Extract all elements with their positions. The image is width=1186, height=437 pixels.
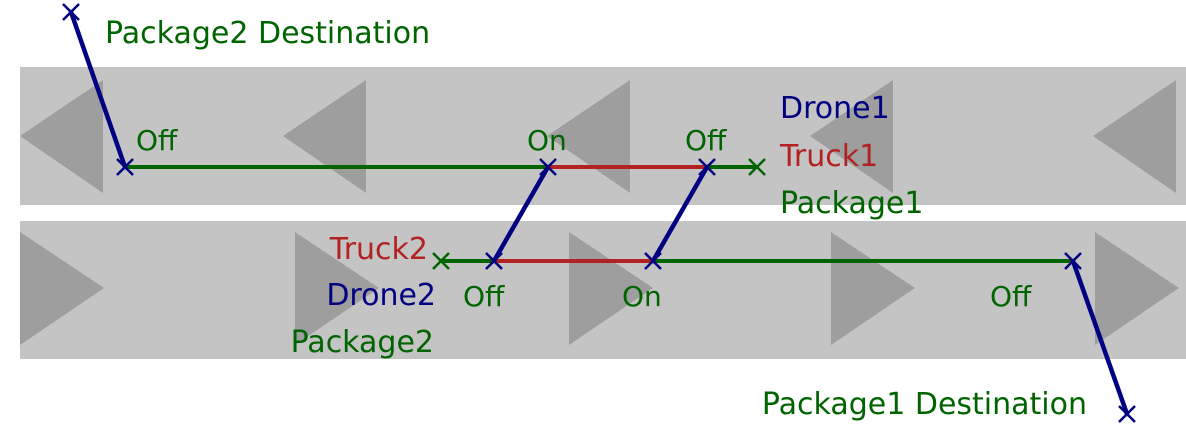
off-label: Off	[136, 124, 178, 157]
right-arrow-icon	[20, 232, 104, 345]
cross-marker	[485, 252, 503, 270]
off-label: Off	[990, 280, 1032, 313]
cross-marker	[1064, 252, 1082, 270]
cross-marker	[698, 158, 716, 176]
package1-destination-label: Package1 Destination	[762, 387, 1087, 422]
package2-label: Package2	[291, 325, 434, 360]
cross-marker	[116, 158, 134, 176]
drone-transfer-line	[491, 164, 551, 264]
off-label: Off	[463, 280, 505, 313]
package2-destination-marker	[62, 3, 80, 21]
package2-destination-line	[68, 9, 128, 170]
package1-destination-line	[1070, 258, 1130, 417]
upper-lane-arrows	[20, 80, 1176, 193]
drone2-label: Drone2	[326, 278, 436, 313]
package-end-markers	[432, 158, 766, 270]
package1-label: Package1	[780, 186, 923, 221]
package2-end-marker	[432, 252, 450, 270]
right-arrow-icon	[295, 232, 379, 345]
cross-marker	[539, 158, 557, 176]
truck2-label: Truck2	[329, 232, 428, 267]
drone-markers	[62, 3, 1136, 423]
on-label: On	[527, 124, 567, 157]
left-arrow-icon	[1093, 80, 1176, 193]
left-arrow-icon	[810, 80, 893, 193]
drone1-label: Drone1	[780, 91, 890, 126]
off-label: Off	[685, 124, 727, 157]
on-label: On	[622, 280, 662, 313]
package2-destination-label: Package2 Destination	[105, 16, 430, 51]
truck1-label: Truck1	[779, 139, 878, 174]
package1-destination-marker	[1118, 405, 1136, 423]
left-arrow-icon	[20, 80, 103, 193]
left-arrow-icon	[283, 80, 366, 193]
left-arrow-icon	[547, 80, 630, 193]
package1-end-marker	[748, 158, 766, 176]
cross-marker	[644, 252, 662, 270]
drone-transfer-line	[650, 164, 710, 264]
right-arrow-icon	[1095, 232, 1179, 345]
